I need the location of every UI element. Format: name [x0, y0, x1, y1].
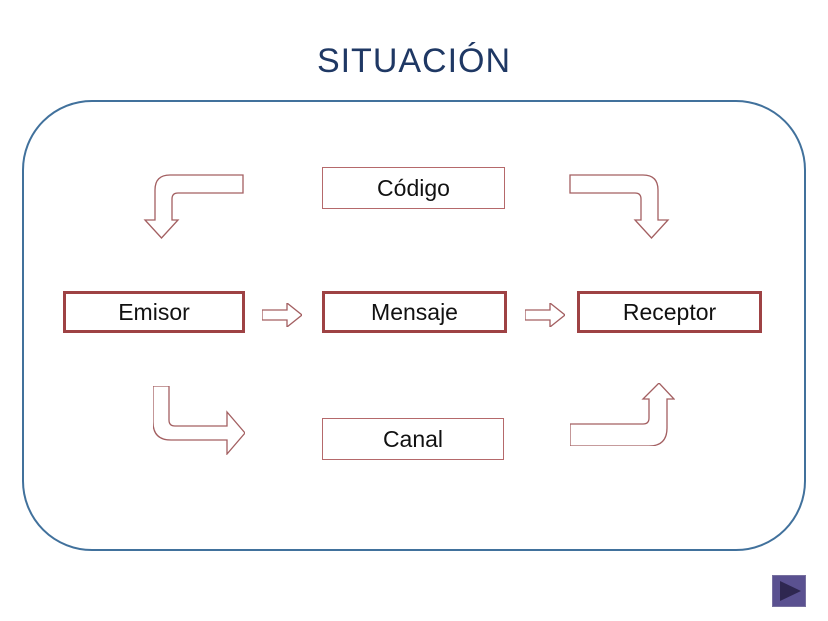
right-arrow-icon — [525, 303, 565, 327]
play-icon — [780, 581, 801, 601]
mensaje-box: Mensaje — [322, 291, 507, 333]
codigo-label: Código — [377, 174, 450, 201]
bent-arrow-down-right-icon — [568, 172, 673, 240]
emisor-label: Emisor — [118, 298, 190, 325]
bent-arrow-down-left-icon — [140, 172, 245, 240]
canal-box: Canal — [322, 418, 504, 460]
receptor-box: Receptor — [577, 291, 762, 333]
mensaje-label: Mensaje — [371, 298, 458, 325]
bent-arrow-right-icon — [153, 386, 245, 455]
receptor-label: Receptor — [622, 298, 717, 325]
codigo-box: Código — [322, 167, 505, 209]
page-title: SITUACIÓN — [316, 42, 512, 80]
next-slide-button[interactable] — [772, 575, 806, 607]
emisor-box: Emisor — [63, 291, 245, 333]
bent-arrow-up-icon — [570, 383, 675, 446]
canal-label: Canal — [382, 425, 444, 452]
right-arrow-icon — [262, 303, 302, 327]
